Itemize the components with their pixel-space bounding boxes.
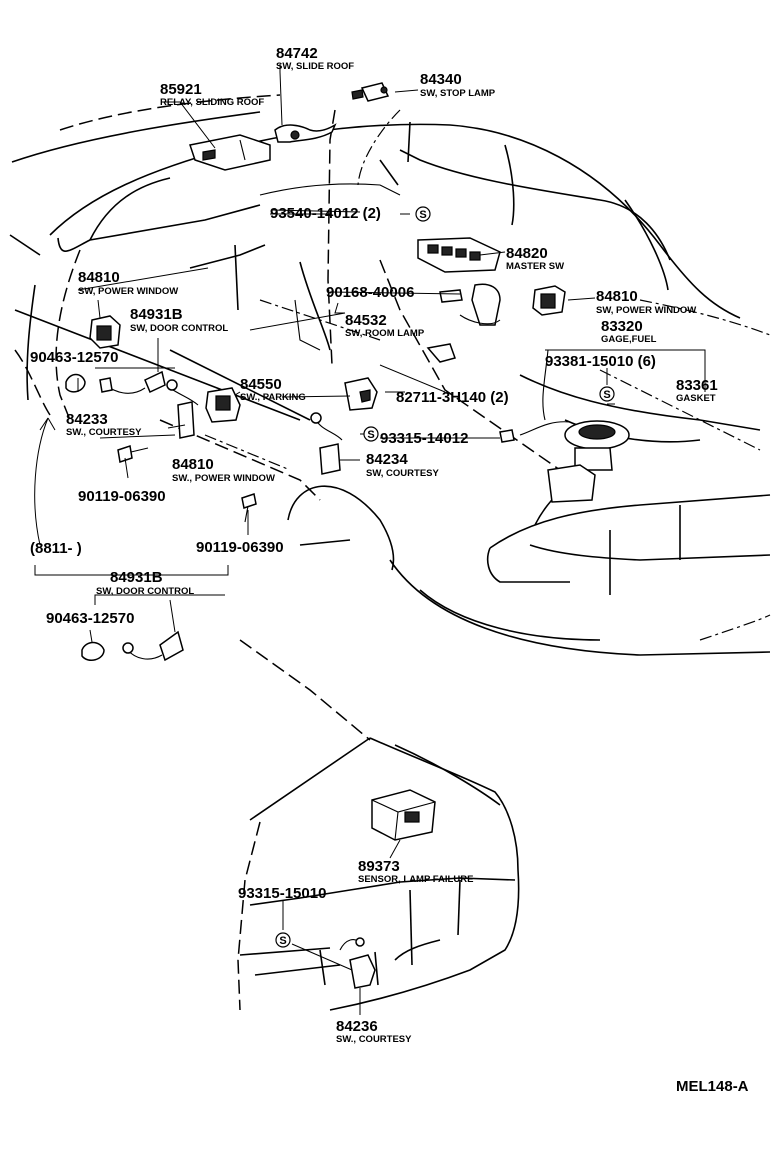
part-90463-clip-alt	[81, 641, 105, 661]
part-84742-sw-slide-roof	[274, 123, 337, 143]
part-84236-sw-courtesy	[339, 937, 376, 989]
label-84931b-num: 84931B	[110, 569, 163, 586]
label-84742-num: 84742	[276, 45, 318, 62]
part-84931b-sw-door-control-alt	[122, 630, 184, 662]
part-84532-sw-room-lamp	[439, 283, 501, 326]
part-84340-sw-stop-lamp	[351, 82, 390, 102]
label-84234-desc: SW, COURTESY	[366, 468, 440, 479]
label-83320-desc: GAGE,FUEL	[601, 334, 657, 345]
label-84931a-desc: SW, DOOR CONTROL	[130, 323, 228, 334]
labels: 84742 SW, SLIDE ROOF 85921 RELAY, SLIDIN…	[30, 45, 749, 1095]
label-93540-num: 93540-14012 (2)	[270, 205, 381, 222]
svg-text:S: S	[419, 209, 426, 221]
part-82711-bracket	[426, 343, 456, 363]
label-84340-num: 84340	[420, 71, 462, 88]
label-84233-desc: SW., COURTESY	[66, 427, 142, 438]
label-90168-num: 90168-40006	[326, 284, 414, 301]
part-84233-sw-courtesy	[166, 379, 199, 439]
leader-lines	[34, 64, 706, 1015]
label-89373-num: 89373	[358, 858, 400, 875]
label-84810a-num: 84810	[78, 269, 120, 286]
label-93315a-num: 93315-14012	[380, 430, 468, 447]
part-85921-relay-sliding-roof	[189, 134, 271, 171]
label-84532-desc: SW, ROOM LAMP	[345, 328, 425, 339]
label-84236-num: 84236	[336, 1018, 378, 1035]
part-83320-gage-fuel	[499, 349, 630, 503]
label-84931a-num: 84931B	[130, 306, 183, 323]
label-93315b-num: 93315-15010	[238, 885, 326, 902]
s-symbol-93381: S	[599, 386, 615, 402]
label-93381-num: 93381-15010 (6)	[545, 353, 656, 370]
label-89373-desc: SENSOR, LAMP FAILURE	[358, 874, 473, 885]
label-90463a-num: 90463-12570	[30, 349, 118, 366]
part-90119-screw-b	[241, 493, 257, 523]
label-84931b-desc: SW, DOOR CONTROL	[96, 586, 194, 597]
label-8811-num: (8811- )	[30, 540, 82, 557]
part-84810-sw-power-window-right	[532, 285, 566, 316]
label-85921-desc: RELAY, SLIDING ROOF	[160, 97, 264, 108]
label-83361-desc: GASKET	[676, 393, 716, 404]
part-84820-master-sw	[417, 237, 501, 273]
part-84550-sw-parking	[344, 377, 378, 411]
label-84550-desc: SW., PARKING	[240, 392, 306, 403]
label-83320-num: 83320	[601, 318, 643, 335]
part-90119-screw-a	[117, 445, 149, 463]
label-84742-desc: SW, SLIDE ROOF	[276, 61, 354, 72]
part-84810-sw-power-window-left	[89, 315, 121, 349]
part-89373-sensor-lamp-failure	[371, 789, 436, 841]
label-84810b-desc: SW, POWER WINDOW	[596, 305, 696, 316]
label-84234-num: 84234	[366, 451, 408, 468]
car-body-upper	[9, 94, 771, 741]
label-84810b-num: 84810	[596, 288, 638, 305]
part-90463-clip-left	[65, 373, 86, 393]
label-84810c-num: 84810	[172, 456, 214, 473]
label-82711-num: 82711-3H140 (2)	[396, 389, 509, 406]
svg-text:S: S	[367, 429, 374, 441]
s-symbol-93315a: S	[363, 426, 379, 442]
svg-text:S: S	[603, 389, 610, 401]
part-84931b-sw-door-control	[99, 370, 166, 394]
label-84810a-desc: SW, POWER WINDOW	[78, 286, 178, 297]
car-body-lower	[237, 737, 520, 1011]
label-85921-num: 85921	[160, 81, 202, 98]
s-symbol-93540: S	[415, 206, 431, 222]
label-90463b-num: 90463-12570	[46, 610, 134, 627]
label-84550-num: 84550	[240, 376, 282, 393]
label-84820-num: 84820	[506, 245, 548, 262]
label-84340-desc: SW, STOP LAMP	[420, 88, 496, 99]
label-83361-num: 83361	[676, 377, 718, 394]
label-84236-desc: SW., COURTESY	[336, 1034, 412, 1045]
label-84532-num: 84532	[345, 312, 387, 329]
label-84233-num: 84233	[66, 411, 108, 428]
part-84810-sw-power-window-mid	[205, 387, 241, 423]
label-84820-desc: MASTER SW	[506, 261, 564, 272]
label-84810c-desc: SW., POWER WINDOW	[172, 473, 275, 484]
label-90119a-num: 90119-06390	[78, 488, 166, 505]
footer-code: MEL148-A	[676, 1078, 749, 1095]
label-90119b-num: 90119-06390	[196, 539, 284, 556]
svg-text:S: S	[279, 935, 286, 947]
part-84234-sw-courtesy	[310, 412, 343, 475]
s-symbol-93315b: S	[275, 932, 291, 948]
